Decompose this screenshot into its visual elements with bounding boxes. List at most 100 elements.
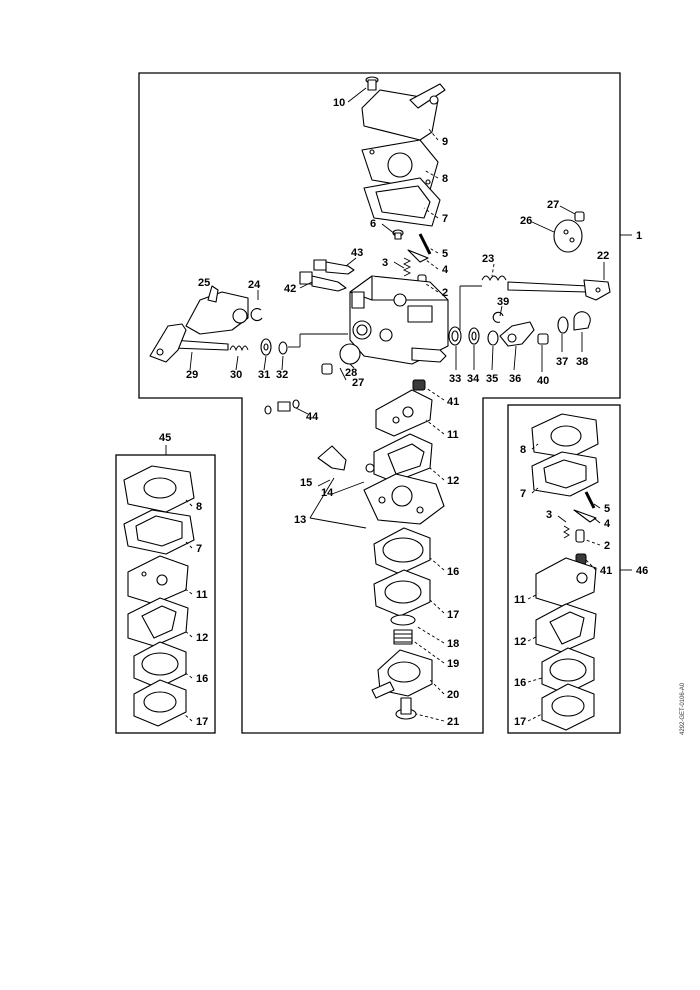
kit45-callout-12: 12: [196, 632, 208, 644]
pump-diaphragm-8: [361, 139, 439, 191]
callout-37: 37: [556, 356, 568, 368]
kit46-callout-4: 4: [604, 518, 611, 530]
kit46-callout-3: 3: [546, 509, 552, 521]
callout-17: 17: [447, 609, 459, 621]
leader-line: [183, 671, 193, 679]
leader-line: [585, 559, 597, 571]
callout-9: 9: [442, 136, 448, 148]
leader-line: [281, 355, 284, 371]
callout-44: 44: [306, 411, 319, 423]
leader-line: [491, 345, 494, 371]
callout-27: 27: [352, 377, 364, 389]
leader-line: [423, 169, 439, 179]
leader-line: [491, 263, 495, 277]
callout-45: 45: [159, 432, 171, 444]
leader-line: [513, 345, 517, 371]
callout-21: 21: [447, 716, 459, 728]
screw-10: [365, 76, 379, 91]
leader-line: [429, 557, 445, 571]
callout-30: 30: [230, 369, 242, 381]
callout-13: 13: [294, 514, 306, 526]
guide-line: [317, 479, 331, 487]
choke-shaft-29: [149, 323, 229, 363]
leader-line: [411, 639, 445, 664]
callout-25: 25: [198, 277, 210, 289]
callout-16: 16: [447, 566, 459, 578]
leader-line: [347, 87, 367, 103]
leader-line: [339, 367, 347, 381]
leader-line: [263, 355, 267, 371]
document-code: 4292-GET-0106-A0: [680, 682, 686, 735]
leader-line: [527, 677, 543, 683]
kit45-callout-8: 8: [196, 501, 202, 513]
kit46-part-16: [541, 647, 595, 695]
kit46-callout-12: 12: [514, 636, 526, 648]
callout-18: 18: [447, 638, 459, 650]
main-assembly-frame: [138, 72, 621, 734]
leader-line: [425, 387, 445, 401]
callout-39: 39: [497, 296, 509, 308]
kit45-part-17: [133, 679, 187, 727]
leader-line: [425, 419, 445, 435]
leader-line: [185, 499, 193, 507]
kit45-part-11: [127, 555, 189, 605]
leader-line: [415, 625, 445, 644]
kit46-callout-8: 8: [520, 444, 526, 456]
leader-line: [299, 281, 313, 289]
leader-line: [349, 363, 355, 369]
leader-line: [189, 351, 193, 371]
callout-34: 34: [467, 373, 480, 385]
kit46-callout-41: 41: [600, 565, 612, 577]
leader-line: [381, 223, 396, 235]
leader-line: [425, 259, 439, 270]
leader-line: [559, 205, 576, 215]
leader-line: [393, 261, 405, 269]
leader-line: [557, 515, 567, 523]
leader-line: [593, 503, 601, 509]
callout-23: 23: [482, 253, 494, 265]
kit46-callout-17: 17: [514, 716, 526, 728]
leader-line: [295, 407, 309, 415]
callout-46: 46: [636, 565, 648, 577]
callout-20: 20: [447, 689, 459, 701]
callout-8: 8: [442, 173, 448, 185]
leader-line: [585, 539, 601, 546]
callout-12: 12: [447, 475, 459, 487]
callout-31: 31: [258, 369, 270, 381]
leader-line: [593, 517, 601, 524]
kit46-callout-7: 7: [520, 488, 526, 500]
leader-line: [235, 355, 239, 371]
leader-line: [531, 443, 539, 450]
callout-1: 1: [636, 230, 642, 242]
callout-43: 43: [351, 247, 363, 259]
kit45-frame: [115, 454, 216, 734]
kit46-part-17: [541, 683, 595, 731]
callout-6: 6: [370, 218, 376, 230]
pump-cover-9: [361, 83, 446, 141]
guide-line: [309, 517, 367, 529]
kit46-callout-2: 2: [604, 540, 610, 552]
needle-42: [299, 271, 347, 292]
leader-line: [499, 305, 503, 317]
callout-11: 11: [447, 429, 459, 441]
callout-42: 42: [284, 283, 296, 295]
leader-line: [183, 587, 193, 595]
callout-7: 7: [442, 213, 448, 225]
leader-line: [423, 207, 439, 219]
leader-line: [183, 629, 193, 638]
callout-3: 3: [382, 257, 388, 269]
kit45-part-8: [123, 465, 195, 513]
callout-22: 22: [597, 250, 609, 262]
kit45-part-7: [123, 509, 195, 555]
leader-line: [345, 257, 357, 267]
callout-28: 28: [345, 367, 357, 379]
kit46-part-12: [535, 603, 597, 653]
screws-44: [264, 399, 300, 415]
callout-35: 35: [486, 373, 498, 385]
callout-5: 5: [442, 248, 448, 260]
leader-line: [429, 599, 445, 614]
kit46-frame: [507, 404, 621, 734]
kit46-part-8: [531, 413, 599, 459]
callout-15: 15: [300, 477, 312, 489]
